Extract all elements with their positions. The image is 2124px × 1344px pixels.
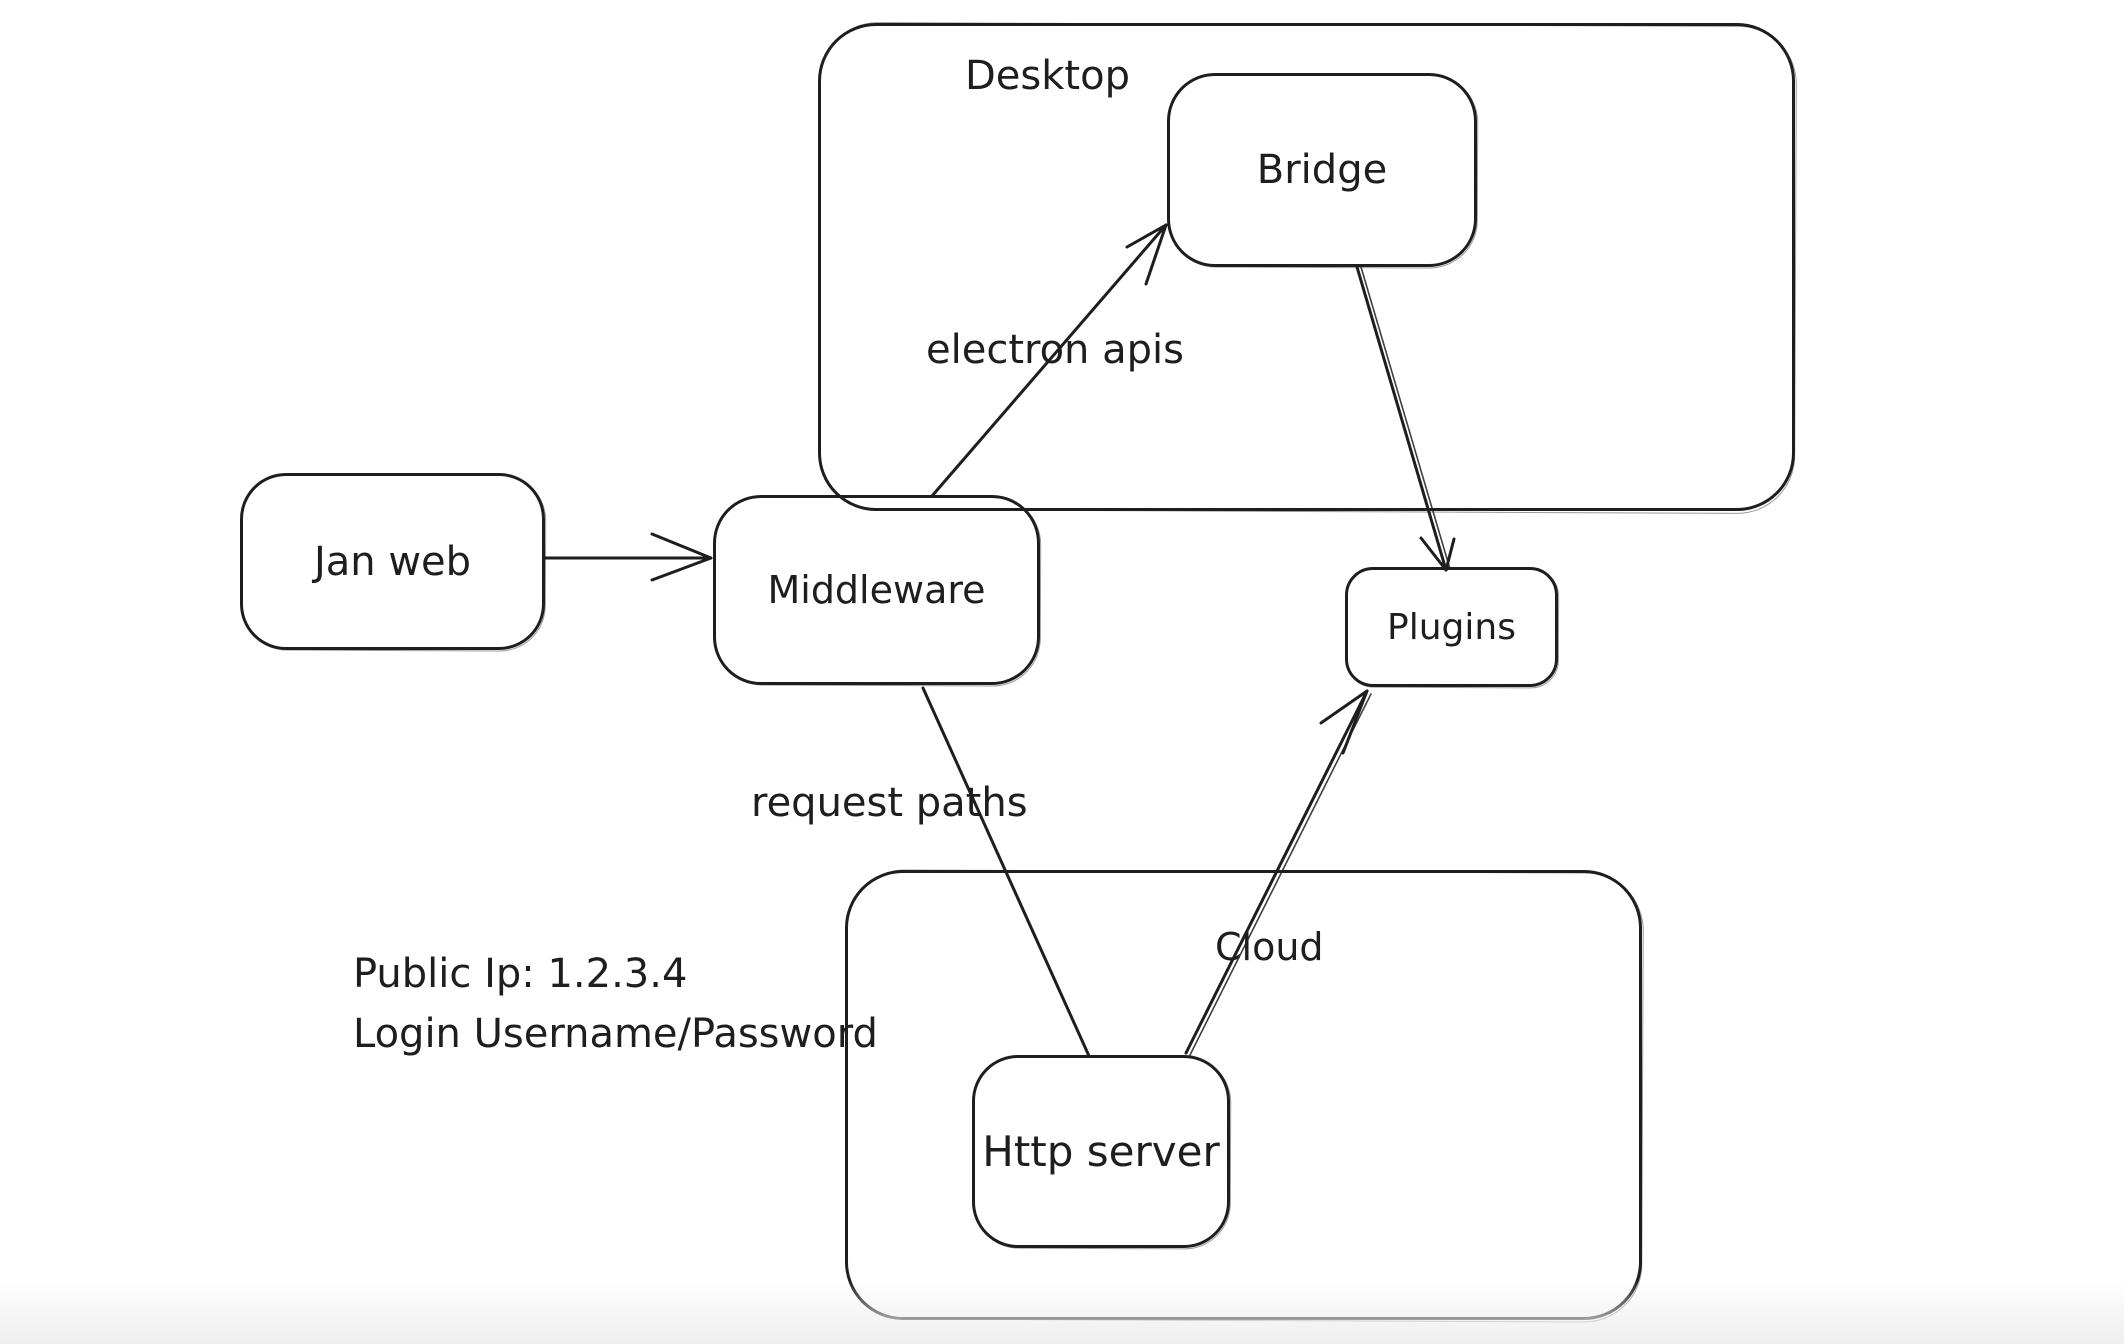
arrowhead-into-bridge [1125,223,1168,249]
annotation-line-login[interactable]: Login Username/Password [353,1011,878,1057]
edge-middleware-httpserver[interactable] [921,686,1091,1058]
desktop-container-label[interactable]: Desktop [965,53,1130,99]
node-plugins-label[interactable]: Plugins [1387,606,1516,648]
arrowhead-into-plugins-top [1419,536,1448,572]
edge-middleware-bridge[interactable] [930,223,1168,498]
edge-label-request-paths[interactable]: request paths [751,780,1028,826]
arrowhead-into-plugins-bottom [1341,689,1369,755]
annotation-text[interactable]: Public Ip: 1.2.3.4 Login Username/Passwo… [353,944,878,1064]
arrowhead-into-middleware [650,532,713,582]
annotation-line-public-ip[interactable]: Public Ip: 1.2.3.4 [353,951,688,997]
arrowhead-into-bridge [1144,223,1168,286]
node-plugins[interactable]: Plugins [1345,567,1558,687]
node-jan-web[interactable]: Jan web [240,473,545,650]
node-middleware-label[interactable]: Middleware [767,568,986,612]
desktop-container[interactable] [818,23,1795,511]
arrowhead-into-plugins-top [1444,537,1456,572]
edge-janweb-middleware[interactable] [543,532,713,582]
node-http-server-label[interactable]: Http server [982,1127,1220,1176]
edge-bridge-plugins[interactable] [1355,265,1456,572]
arrowhead-into-plugins-bottom [1319,689,1369,725]
node-middleware[interactable]: Middleware [713,495,1040,685]
edge-label-electron-apis[interactable]: electron apis [926,327,1184,373]
node-jan-web-label[interactable]: Jan web [313,538,472,585]
node-bridge-label[interactable]: Bridge [1256,147,1388,193]
node-bridge[interactable]: Bridge [1167,73,1477,267]
node-http-server[interactable]: Http server [972,1055,1230,1248]
edge-httpserver-plugins[interactable] [1184,689,1372,1056]
